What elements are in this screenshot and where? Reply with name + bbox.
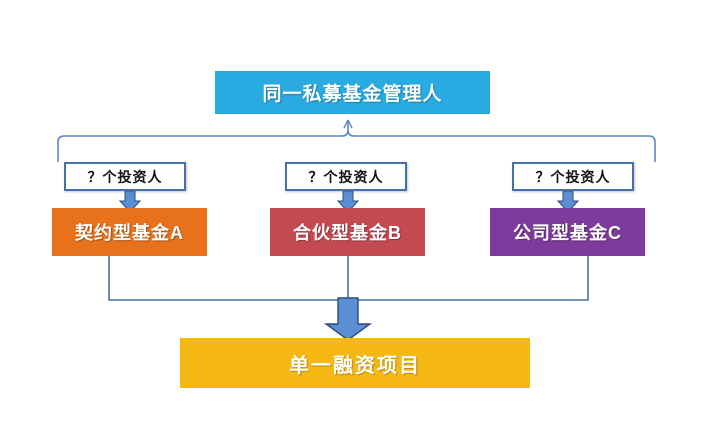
single-financing-project-label: 单一融资项目 [289,354,421,377]
investors-label-fund-b: ？个投资人 [285,162,407,191]
corporate-fund-c-label: 公司型基金C [513,223,622,243]
same-private-fund-manager-box: 同一私募基金管理人 [215,71,490,114]
single-financing-project-box: 单一融资项目 [180,338,530,388]
contractual-fund-a-label: 契约型基金A [75,223,184,243]
investors-label-fund-c: ？个投资人 [512,162,634,191]
manager-bracket [57,120,656,157]
investors-label-fund-b-text: ？个投资人 [308,168,384,185]
bracket-apex-stem [343,119,353,129]
collector-line-right [348,256,589,301]
contractual-fund-a-box: 契约型基金A [52,208,207,256]
collector-line-left [108,256,348,301]
investors-label-fund-a-text: ？个投资人 [87,168,163,185]
partnership-fund-b-label: 合伙型基金B [293,223,402,243]
partnership-fund-b-box: 合伙型基金B [270,208,425,256]
investors-label-fund-a: ？个投资人 [64,162,186,191]
investors-label-fund-c-text: ？个投资人 [535,168,611,185]
corporate-fund-c-box: 公司型基金C [490,208,645,256]
manager-box-label: 同一私募基金管理人 [262,84,443,105]
arrow-funds-to-project [323,297,373,341]
